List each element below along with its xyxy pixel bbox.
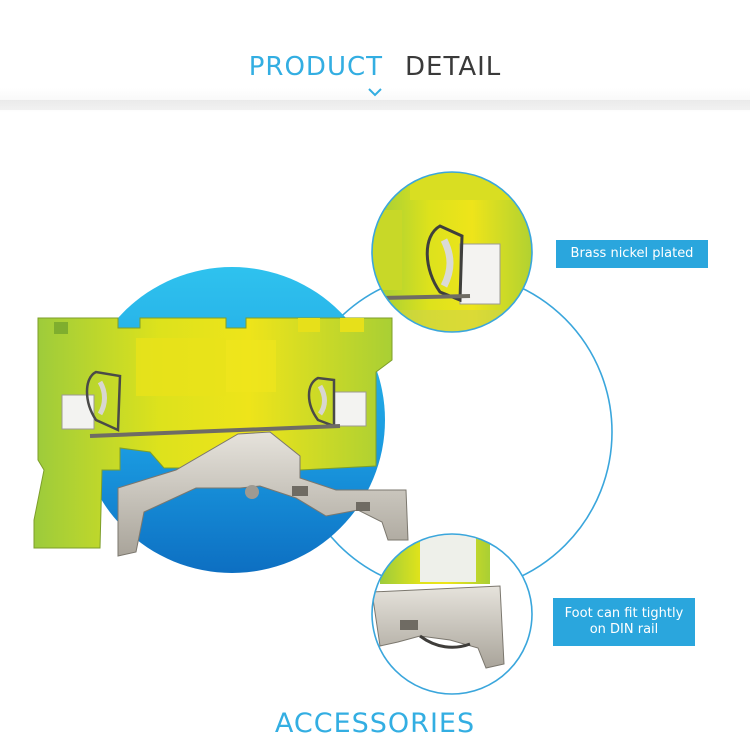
chevron-down-icon [368,88,382,97]
zoom-detail-clamp [371,171,533,333]
title-product: PRODUCT [248,52,384,82]
terminal-block [33,317,393,549]
header-shadow [0,100,750,112]
header-bar [0,0,750,110]
callout-brass-plated: Brass nickel plated [556,240,708,268]
section-title: PRODUCT DETAIL [0,52,750,82]
zoom-detail-foot [371,533,533,695]
metal-foot [117,431,409,557]
title-detail: DETAIL [405,52,502,82]
callout-din-rail-text: Foot can fit tightly on DIN rail [564,606,684,637]
accessories-heading: ACCESSORIES [274,708,476,739]
callout-din-rail: Foot can fit tightly on DIN rail [553,598,695,646]
